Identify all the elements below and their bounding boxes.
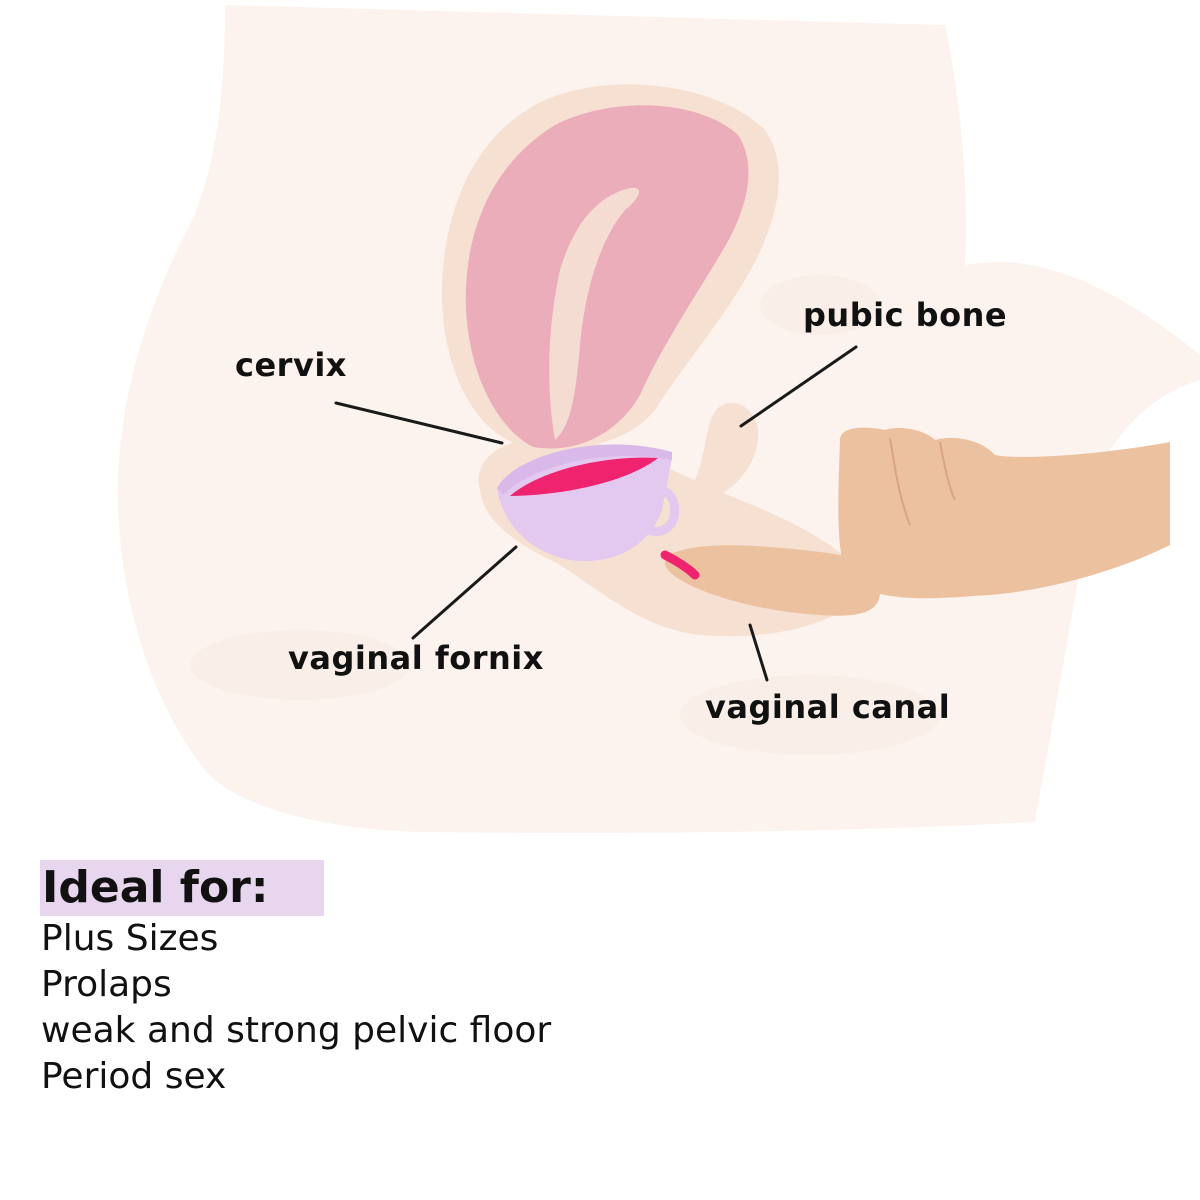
vaginal-canal-label: vaginal canal [705,688,950,726]
ideal-for-heading: Ideal for: [40,860,325,916]
menstrual-cup [497,444,680,562]
body-silhouette [117,5,1200,833]
list-item: Prolaps [41,964,172,1005]
list-item: Period sex [41,1056,227,1097]
cup-rim [497,444,672,495]
vaginal-canal-leader-line [748,623,769,682]
fingernail [660,550,700,580]
vaginal-fornix-leader-line [411,545,518,640]
hand-finger [664,545,880,616]
ideal-for-section: Ideal for: Plus Sizes Prolaps weak and s… [40,860,740,1100]
anatomy-diagram: cervix pubic bone vaginal fornix vaginal… [117,5,1200,833]
list-item: Plus Sizes [41,918,219,959]
list-item: weak and strong pelvic floor [41,1010,552,1051]
cup-body [497,448,672,562]
knuckle-crease [889,437,911,526]
shading-spot [760,275,880,335]
ideal-for-list: Plus Sizes Prolaps weak and strong pelvi… [40,916,740,1100]
uterus [465,105,749,449]
uterine-cavity [549,187,640,440]
knuckle-crease [939,441,956,501]
cup-fluid [510,457,658,496]
pubic-bone-label: pubic bone [803,296,1007,334]
shading-spot [190,630,410,700]
hand-fist [838,427,1170,599]
hand [660,427,1170,616]
shading-spot [680,675,940,755]
vaginal-fornix-label: vaginal fornix [288,639,544,677]
cervix-label: cervix [235,346,347,384]
cervix-leader-line [334,401,504,445]
pubic-bone-leader-line [739,345,858,428]
